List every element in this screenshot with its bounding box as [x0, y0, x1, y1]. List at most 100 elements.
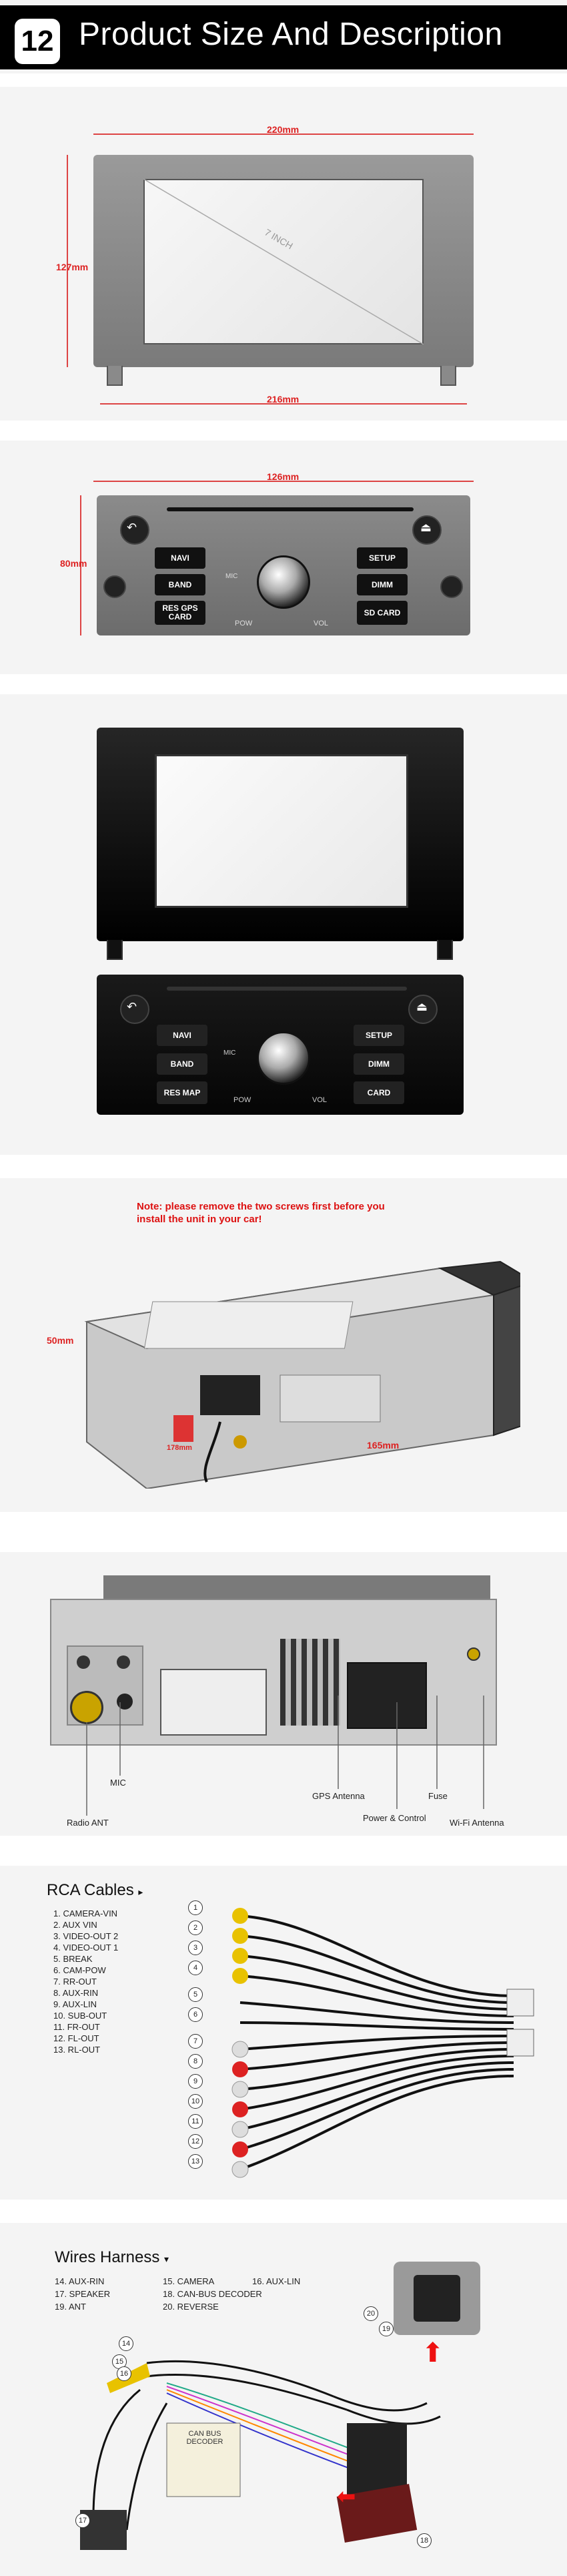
number-marker: 17 — [75, 2513, 90, 2528]
back-button[interactable] — [120, 995, 149, 1024]
sd-card-button[interactable]: SD CARD — [357, 601, 408, 625]
connector-closeup-plug — [414, 2275, 460, 2322]
number-marker: 11 — [188, 2114, 203, 2129]
number-marker: 8 — [188, 2054, 203, 2069]
list-item: 3. VIDEO-OUT 2 — [53, 1931, 119, 1941]
number-marker: 19 — [379, 2322, 394, 2336]
list-item: 11. FR-OUT — [53, 2022, 100, 2032]
rca-panel — [0, 1866, 567, 2200]
gps-antenna-port[interactable] — [467, 1647, 480, 1661]
number-marker: 12 — [188, 2134, 203, 2149]
rca-list: 1. CAMERA-VIN 2. AUX VIN 3. VIDEO-OUT 2 … — [53, 1908, 118, 2055]
back-icon: ↶ — [127, 1000, 137, 1013]
vol-label: VOL — [312, 1096, 328, 1104]
list-item: 16. AUX-LIN — [252, 2276, 301, 2286]
res-map-button[interactable]: RES MAP — [157, 1081, 207, 1104]
vol-label: VOL — [314, 619, 329, 627]
number-marker: 16 — [117, 2366, 131, 2381]
eject-icon: ⏏ — [416, 1000, 428, 1013]
number-marker: 5 — [188, 1987, 203, 2002]
pow-label: POW — [235, 619, 253, 627]
arrow-up-icon: ⬆ — [422, 2338, 444, 2368]
eject-icon: ⏏ — [420, 521, 432, 534]
page-title: Product Size And Description — [79, 17, 503, 52]
mic-port[interactable] — [117, 1694, 133, 1710]
list-item: 7. RR-OUT — [53, 1977, 97, 1987]
section-number-badge: 12 — [15, 19, 60, 64]
power-control-callout: Power & Control — [363, 1813, 426, 1823]
power-control-connector[interactable] — [347, 1662, 427, 1729]
band-button[interactable]: BAND — [155, 574, 205, 595]
vent-grill — [280, 1639, 340, 1726]
disc-slot — [167, 987, 407, 991]
list-item: 19. ANT — [55, 2302, 86, 2312]
side-button-left[interactable] — [103, 575, 126, 598]
dim-rear-length: 165mm — [367, 1440, 400, 1451]
navi-button[interactable]: NAVI — [155, 547, 205, 569]
rca-title: RCA Cables ▸ — [47, 1881, 143, 1899]
number-marker: 20 — [364, 2306, 378, 2321]
mounting-tab — [437, 940, 453, 960]
dim-frame-bottom-width: 216mm — [267, 394, 300, 405]
number-marker: 9 — [188, 2074, 203, 2089]
dim-line-left — [67, 155, 68, 367]
list-item: 18. CAN-BUS DECODER — [163, 2289, 262, 2299]
list-item: 12. FL-OUT — [53, 2033, 99, 2043]
eject-button[interactable] — [408, 995, 438, 1024]
dim-line-bottom — [100, 403, 467, 405]
list-item: 5. BREAK — [53, 1954, 93, 1964]
dim-panel-height: 80mm — [60, 558, 87, 569]
mounting-tab — [107, 366, 123, 386]
dim-panel-width: 126mm — [267, 471, 300, 482]
dimm-button[interactable]: DIMM — [357, 574, 408, 595]
volume-knob[interactable] — [257, 1031, 310, 1085]
number-marker: 7 — [188, 2034, 203, 2049]
mounting-tab — [107, 940, 123, 960]
triangle-right-icon: ▸ — [138, 1886, 143, 1897]
wifi-antenna-callout: Wi-Fi Antenna — [450, 1818, 504, 1828]
card-button[interactable]: CARD — [354, 1081, 404, 1104]
back-button[interactable] — [120, 515, 149, 545]
harness-drawing — [80, 2360, 441, 2550]
screw-hole — [117, 1655, 130, 1669]
pow-label: POW — [233, 1096, 251, 1104]
list-item: 1. CAMERA-VIN — [53, 1908, 118, 1918]
screen-diagonal-line — [143, 179, 424, 344]
list-item: 6. CAM-POW — [53, 1965, 106, 1975]
res-gps-card-button[interactable]: RES GPS CARD — [155, 601, 205, 625]
volume-knob[interactable] — [257, 555, 310, 609]
list-item: 15. CAMERA — [163, 2276, 215, 2286]
side-button-right[interactable] — [440, 575, 463, 598]
mounting-tab — [440, 366, 456, 386]
power-connector-white[interactable] — [160, 1669, 267, 1736]
disc-slot — [167, 507, 414, 511]
rear-chassis-drawing — [84, 1260, 520, 1489]
list-item: 17. SPEAKER — [55, 2289, 111, 2299]
install-note: Note: please remove the two screws first… — [137, 1201, 385, 1225]
harness-title: Wires Harness ▾ — [55, 2248, 169, 2266]
mic-label: MIC — [223, 1049, 236, 1057]
eject-button[interactable] — [412, 515, 442, 545]
list-item: 14. AUX-RIN — [55, 2276, 105, 2286]
navi-button[interactable]: NAVI — [157, 1025, 207, 1046]
rca-cable-drawing — [231, 1908, 534, 2178]
dim-frame-top-width: 220mm — [267, 124, 300, 135]
list-item: 20. REVERSE — [163, 2302, 219, 2312]
dim-rear-height: 50mm — [47, 1335, 74, 1346]
radio-ant-callout: Radio ANT — [67, 1818, 109, 1828]
dim-line-panel-left — [80, 495, 81, 635]
triangle-down-icon: ▾ — [164, 2254, 169, 2264]
dimm-button[interactable]: DIMM — [354, 1053, 404, 1075]
dim-line-panel-top — [93, 481, 474, 482]
number-marker: 4 — [188, 1961, 203, 1975]
list-item: 10. SUB-OUT — [53, 2011, 107, 2021]
fuse-callout: Fuse — [428, 1791, 448, 1801]
list-item: 9. AUX-LIN — [53, 1999, 97, 2009]
band-button[interactable]: BAND — [157, 1053, 207, 1075]
setup-button[interactable]: SETUP — [354, 1025, 404, 1046]
gps-antenna-callout: GPS Antenna — [312, 1791, 365, 1801]
back-icon: ↶ — [127, 521, 137, 534]
number-marker: 1 — [188, 1900, 203, 1915]
header-bar — [0, 5, 567, 69]
setup-button[interactable]: SETUP — [357, 547, 408, 569]
